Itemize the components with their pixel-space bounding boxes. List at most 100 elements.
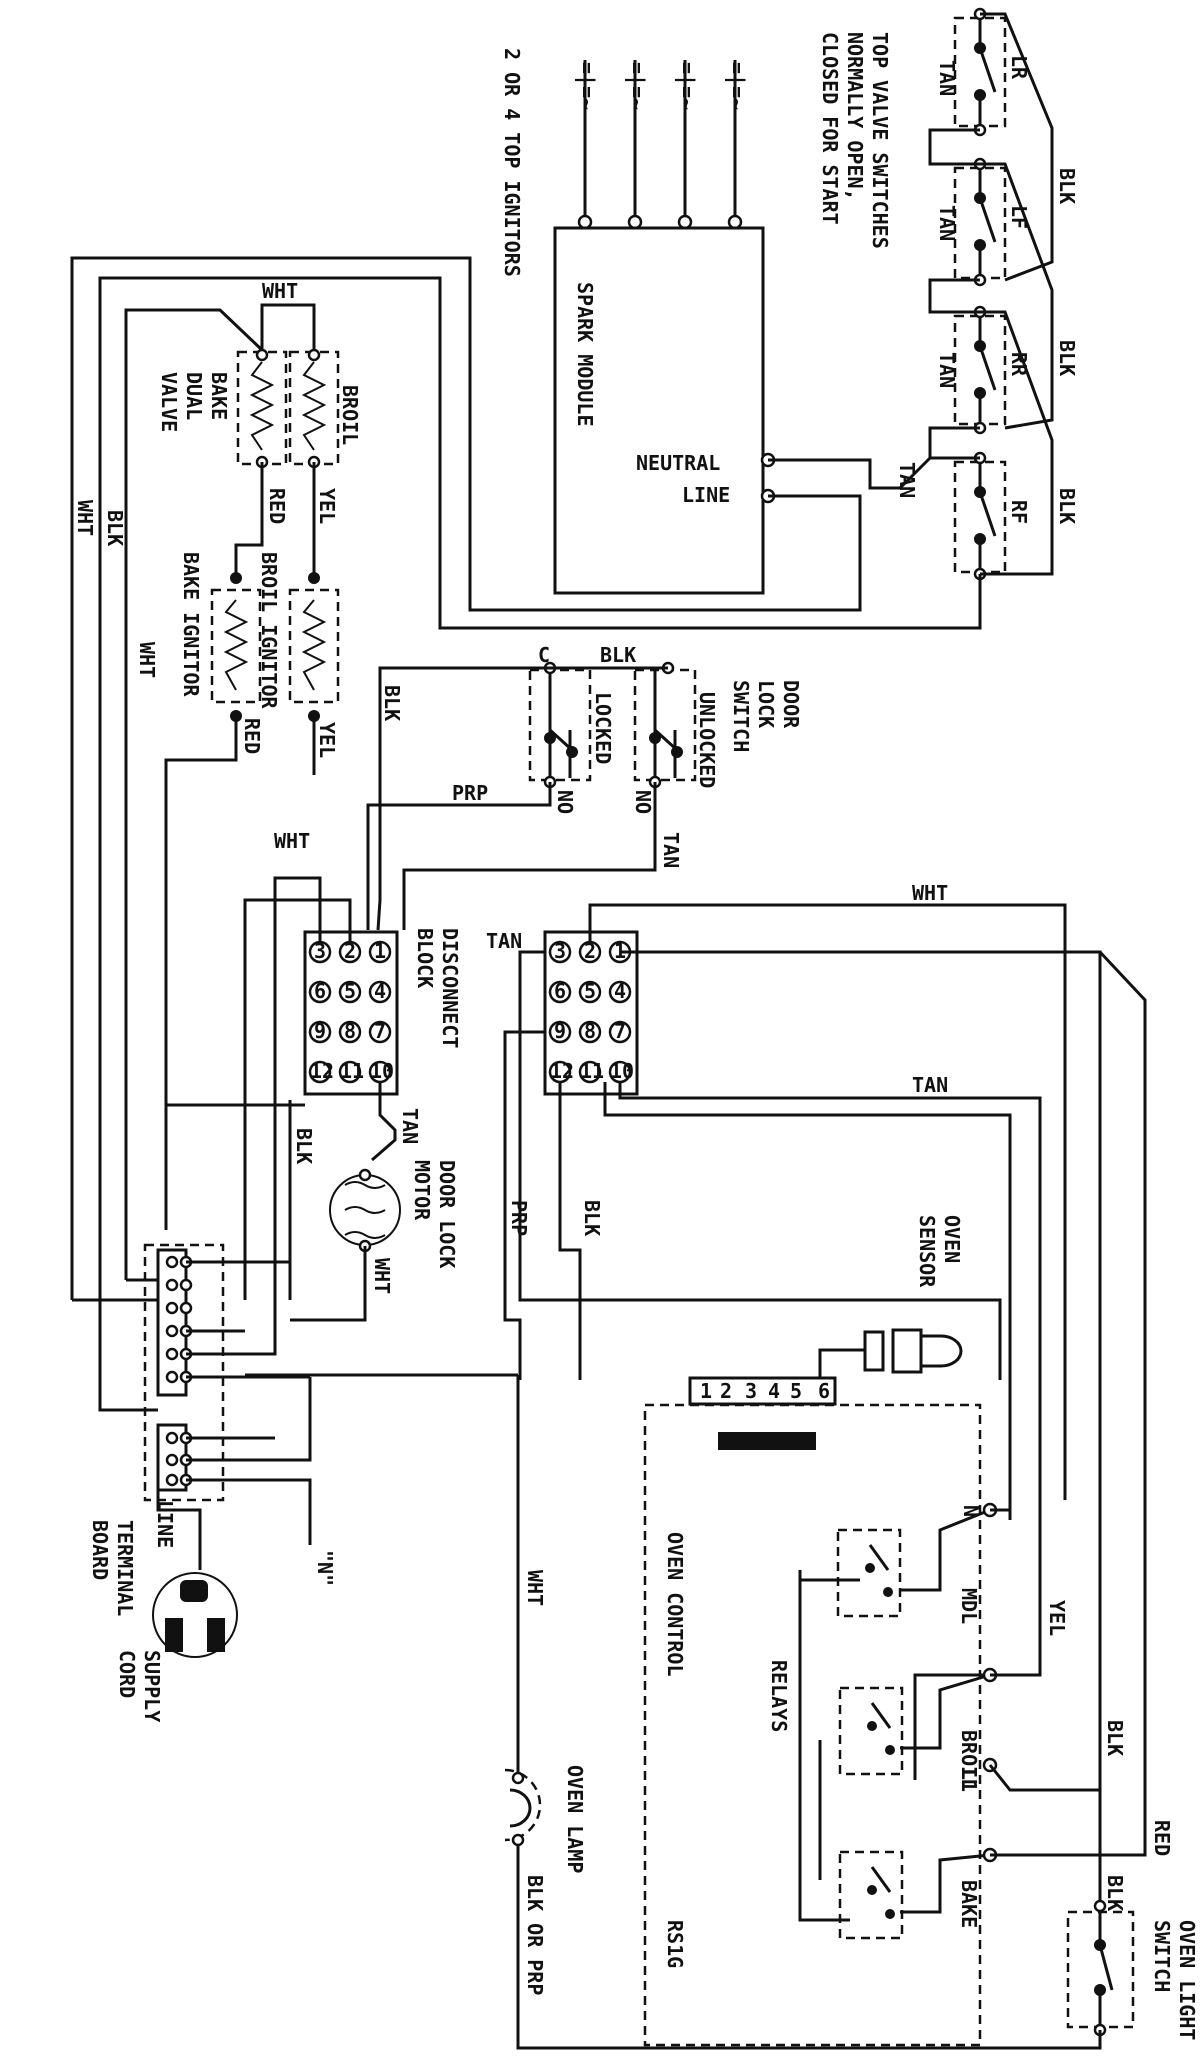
oven-control-model: RS1G: [663, 1920, 687, 1968]
control-mdl: MDL: [957, 1588, 981, 1624]
switch-label-lf: LF: [1007, 205, 1031, 229]
disconnect-left-pin-3: 3: [314, 939, 326, 963]
wire-label-tan-lf: TAN: [935, 205, 959, 241]
door-lock-c: C: [538, 643, 550, 667]
disconnect-right-pin-9: 9: [554, 1019, 566, 1043]
top-valve-note-1: TOP VALVE SWITCHES: [868, 32, 892, 249]
svg-text:=|=~: =|=~: [725, 62, 749, 110]
wire-label-red-control: RED: [1150, 1820, 1174, 1856]
disconnect-title-2: BLOCK: [413, 928, 437, 988]
connector-pin-3: 3: [745, 1379, 757, 1403]
wire-label-blk-control: BLK: [1103, 1720, 1127, 1756]
switch-label-rf: RF: [1007, 500, 1031, 524]
disconnect-left-pin-6: 6: [314, 979, 326, 1003]
disconnect-left-pin-11: 11: [340, 1059, 364, 1083]
dual-valve-title-3: VALVE: [157, 372, 181, 432]
disconnect-left-pin-4: 4: [374, 979, 386, 1003]
connector-pin-5: 5: [790, 1379, 802, 1403]
connector-pin-4: 4: [768, 1379, 780, 1403]
control-header: [718, 1432, 816, 1450]
control-l1: L1: [957, 1768, 981, 1792]
terminal-board-blocks: [72, 1248, 312, 1570]
disconnect-left-pin-7: 7: [374, 1019, 386, 1043]
wire-label-red-ign: RED: [240, 718, 264, 754]
disconnect-left-pin-12: 12: [310, 1059, 334, 1083]
disconnect-right-pin-2: 2: [584, 939, 596, 963]
oven-lamp-label: OVEN LAMP: [563, 1765, 587, 1873]
svg-text:=|=~: =|=~: [575, 62, 599, 110]
wire-label-tan-lr: TAN: [935, 60, 959, 96]
wire-label-wht-lamp: WHT: [523, 1570, 547, 1606]
wire-label-red-valve: RED: [265, 488, 289, 524]
wire-label-blk-rr: BLK: [1055, 340, 1079, 376]
wire-label-wht-top: WHT: [912, 881, 948, 905]
supply-cord-1: SUPPLY: [140, 1650, 164, 1722]
oven-sensor: [818, 1328, 963, 1378]
disconnect-left-pin-1: 1: [374, 939, 386, 963]
spark-module-title: SPARK MODULE: [573, 282, 597, 427]
svg-text:=|=~: =|=~: [625, 62, 649, 110]
wire-label-blk-door: BLK: [600, 643, 636, 667]
broil-ignitor-label: BROIL IGNITOR: [257, 552, 281, 709]
disconnect-block-left-pins: [308, 940, 392, 1084]
wire-label-blk-or-prp: BLK OR PRP: [523, 1875, 547, 1995]
disconnect-left-pin-10: 10: [370, 1059, 394, 1083]
control-broil: BROIL: [957, 1730, 981, 1790]
top-ignitor-leads: =|=~ =|=~ =|=~ =|=~: [575, 60, 749, 230]
oven-sensor-1: OVEN: [940, 1215, 964, 1263]
wire-label-tan-motor: TAN: [398, 1108, 422, 1144]
wire-label-tan-rr: TAN: [935, 352, 959, 388]
oven-light-switch-1: OVEN LIGHT: [1175, 1920, 1199, 2040]
wire-label-blk-lf: BLK: [1055, 168, 1079, 204]
disconnect-right-pin-6: 6: [554, 979, 566, 1003]
wire-label-blk-block: BLK: [292, 1128, 316, 1164]
wire-label-yel-valve: YEL: [315, 488, 339, 524]
wire-label-tan-block-r: TAN: [486, 929, 522, 953]
oven-ignitors: [164, 462, 340, 1230]
control-relays: [798, 1508, 991, 1940]
door-lock-motor-1: DOOR LOCK: [435, 1160, 459, 1268]
connector-pin-2: 2: [720, 1379, 732, 1403]
door-lock-title-2: LOCK: [754, 680, 778, 728]
wire-label-blk-left: BLK: [103, 510, 127, 546]
wire-label-blk-rf: BLK: [1055, 488, 1079, 524]
dual-valve-title-2: DUAL: [182, 372, 206, 420]
spark-line-label: LINE: [682, 483, 730, 507]
oven-lamp: [245, 1373, 542, 1875]
wire-label-tan-door: TAN: [659, 832, 683, 868]
disconnect-left-pin-8: 8: [344, 1019, 356, 1043]
wire-label-blk-switch: BLK: [1103, 1875, 1127, 1911]
oven-light-switch: [516, 1875, 1135, 2050]
dual-valve-title-1: BAKE: [207, 372, 231, 420]
oven-control-title: OVEN CONTROL: [663, 1532, 687, 1677]
supply-cord-plug: [152, 1572, 238, 1658]
disconnect-left-pin-9: 9: [314, 1019, 326, 1043]
door-lock-switch: [366, 661, 697, 931]
connector-pin-6: 6: [818, 1379, 830, 1403]
disconnect-title-1: DISCONNECT: [438, 928, 462, 1048]
disconnect-right-pin-8: 8: [584, 1019, 596, 1043]
oven-light-switch-2: SWITCH: [1150, 1920, 1174, 1992]
wire-label-blk-block-r: BLK: [580, 1200, 604, 1236]
wire-label-wht-block: WHT: [274, 829, 310, 853]
wire-label-blk-door-2: BLK: [380, 685, 404, 721]
disconnect-right-pin-3: 3: [554, 939, 566, 963]
bake-ignitor-label: BAKE IGNITOR: [179, 552, 203, 697]
top-valve-note-3: CLOSED FOR START: [818, 32, 842, 225]
wire-label-wht-left: WHT: [73, 500, 97, 536]
disconnect-right-pin-12: 12: [550, 1059, 574, 1083]
disconnect-right-pin-7: 7: [614, 1019, 626, 1043]
door-lock-motor-2: MOTOR: [410, 1160, 434, 1221]
wire-label-yel-ign: YEL: [315, 722, 339, 758]
igniters-note: 2 OR 4 TOP IGNITORS: [500, 48, 524, 277]
wire-label-prp-block-r: PRP: [507, 1200, 531, 1236]
control-n: N: [959, 1505, 983, 1517]
top-valve-note-2: NORMALLY OPEN,: [843, 32, 867, 201]
disconnect-left-pin-2: 2: [344, 939, 356, 963]
relays-label: RELAYS: [767, 1660, 791, 1732]
spark-neutral-label: NEUTRAL: [636, 451, 720, 475]
disconnect-block-right-pins: [548, 940, 632, 1084]
wire-label-wht-valve: WHT: [262, 279, 298, 303]
disconnect-right-pin-11: 11: [580, 1059, 604, 1083]
terminal-board-2: BOARD: [88, 1520, 112, 1580]
